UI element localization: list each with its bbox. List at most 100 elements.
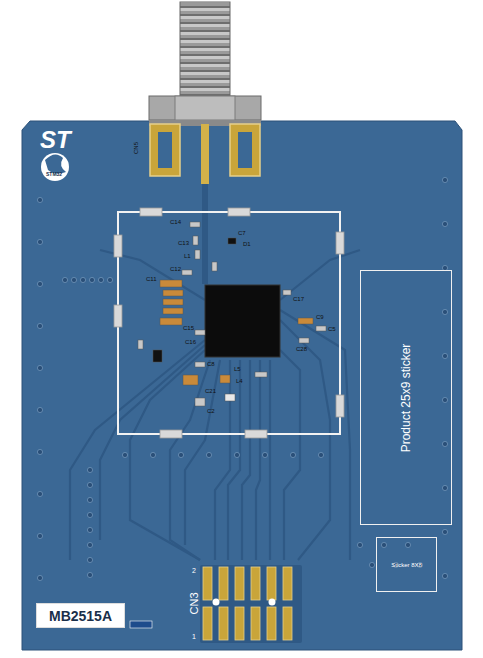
component-ref: C21 (205, 388, 216, 394)
pin-number: 2 (192, 567, 196, 574)
via (405, 542, 410, 547)
via (87, 497, 92, 502)
id-tag (130, 621, 152, 628)
component-ref: C7 (238, 230, 246, 236)
sticker-area: Product 25x9 sticker (360, 270, 452, 525)
pcb-detail (170, 360, 210, 560)
node-text: Sticker 8X8 (391, 562, 422, 568)
rf-shield (114, 208, 344, 438)
component-ref: L4 (236, 378, 243, 384)
pcb-detail (256, 360, 260, 560)
via (357, 542, 362, 547)
via (234, 452, 239, 457)
via (442, 353, 447, 358)
header-pin (219, 607, 228, 640)
via (442, 221, 447, 226)
pcb-detail (180, 2, 230, 96)
via (71, 277, 76, 282)
pcb-detail (163, 299, 183, 305)
via (89, 277, 94, 282)
via (37, 533, 42, 538)
via (87, 527, 92, 532)
via (262, 452, 267, 457)
component-ref: D1 (243, 241, 251, 247)
header-pin (235, 607, 244, 640)
pcb-detail (163, 290, 183, 296)
pcb-detail (316, 326, 326, 331)
via (442, 177, 447, 182)
header-pin (267, 607, 276, 640)
via (87, 572, 92, 577)
pcb-detail (100, 345, 205, 540)
via (442, 397, 447, 402)
via (37, 323, 42, 328)
pcb-detail (190, 222, 200, 227)
pcb-detail (269, 360, 271, 560)
pcb-detail (220, 375, 230, 383)
rf-ic (205, 285, 280, 357)
pcb-detail (158, 132, 172, 168)
component-ref: L1 (184, 253, 191, 259)
component-ref: C12 (170, 266, 181, 272)
via (87, 557, 92, 562)
component-ref: C11 (146, 276, 157, 282)
pcb-detail (193, 236, 198, 245)
pcb-detail (114, 208, 344, 438)
pcb-board (22, 121, 462, 650)
pcb-detail (150, 124, 180, 176)
pcb-detail (225, 394, 235, 401)
pin-number: 1 (192, 633, 196, 640)
pcb-detail (195, 330, 205, 335)
pcb-detail (138, 340, 143, 349)
pcb-detail (202, 184, 208, 284)
via (178, 452, 183, 457)
header-pin (203, 607, 212, 640)
logo-text: STM32 (46, 172, 62, 177)
pcb-detail (100, 250, 205, 300)
component-ref: C8 (207, 361, 215, 367)
via (206, 452, 211, 457)
via (381, 542, 386, 547)
via-holes (37, 177, 447, 580)
component-ref: C17 (293, 296, 304, 302)
pcb-detail (213, 599, 220, 606)
pcb-detail (114, 305, 122, 327)
pcb-detail (336, 232, 344, 254)
pcb-detail (195, 398, 205, 406)
component-ref: C28 (296, 346, 307, 352)
pcb-detail (203, 567, 292, 640)
via (37, 197, 42, 202)
via (442, 309, 447, 314)
via (107, 277, 112, 282)
pcb-detail (183, 375, 198, 385)
connector-ref: CN3 (189, 592, 200, 614)
pcb-detail (269, 599, 276, 606)
pcb-detail (185, 360, 220, 545)
node-text: Product 25x9 sticker (400, 343, 412, 452)
via (87, 482, 92, 487)
component-ref: C16 (185, 339, 196, 345)
pcb-detail (228, 360, 240, 560)
pcb-detail (160, 280, 182, 287)
header-pin (251, 607, 260, 640)
pcb-detail (114, 235, 122, 257)
via (369, 562, 374, 567)
via (37, 575, 42, 580)
via (442, 529, 447, 534)
logo-text: ST (40, 128, 71, 152)
header-pin (283, 567, 292, 600)
pcb-detail (230, 124, 260, 176)
via (80, 277, 85, 282)
pcb-detail (298, 318, 313, 324)
via (98, 277, 103, 282)
board-id-label: MB2515A (36, 603, 125, 628)
pcb-detail (195, 362, 205, 367)
header-pin (251, 567, 260, 600)
component-ref: C2 (207, 408, 215, 414)
pcb-detail (255, 372, 267, 377)
component-ref: C5 (328, 326, 336, 332)
pcb-detail (149, 96, 261, 120)
pcb-detail (160, 430, 182, 438)
pcb-detail (280, 250, 360, 300)
